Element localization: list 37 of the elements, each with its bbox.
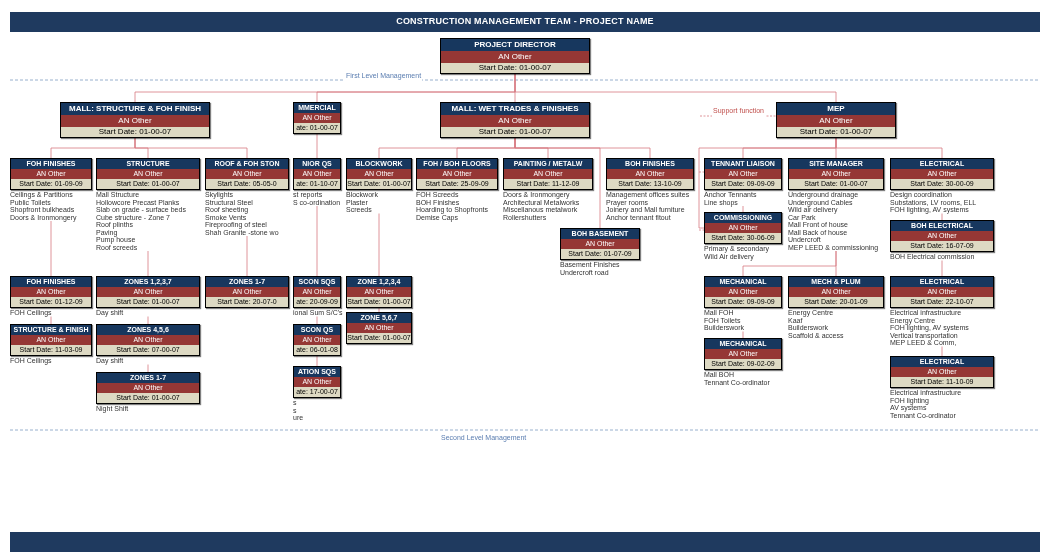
connector-line [134, 137, 248, 159]
connector-line [147, 364, 149, 373]
connector-line [316, 316, 318, 325]
person-name: AN Other [441, 51, 589, 63]
connector-line [378, 307, 380, 313]
role-title: MEP [777, 103, 895, 115]
connector-line [835, 137, 943, 159]
connector-line [246, 235, 248, 277]
role-title: MALL: STRUCTURE & FOH FINISH [61, 103, 209, 115]
connector-line [378, 213, 380, 277]
start-date: Start Date: 01-00-07 [61, 127, 209, 137]
person-name: AN Other [61, 115, 209, 127]
person-name: AN Other [441, 115, 589, 127]
connector-line [742, 331, 744, 339]
connector-line [941, 346, 943, 357]
person-name: AN Other [777, 115, 895, 127]
connector-line [698, 229, 705, 231]
connector-line [742, 205, 744, 213]
connector-line [514, 73, 837, 103]
connector-line [941, 213, 943, 221]
start-date: Start Date: 01-00-07 [441, 63, 589, 73]
connector-line [50, 220, 52, 277]
role-title: MALL: WET TRADES & FINISHES [441, 103, 589, 115]
connector-line [316, 133, 318, 159]
start-date: Start Date: 01-00-07 [777, 127, 895, 137]
role-title: PROJECT DIRECTOR [441, 39, 589, 51]
connector-line [316, 355, 318, 367]
title: CONSTRUCTION MANAGEMENT TEAM - PROJECT NAME [396, 15, 654, 29]
connector-line [50, 316, 52, 325]
connector-line [835, 250, 837, 277]
connector-line [698, 171, 705, 173]
start-date: Start Date: 01-00-07 [441, 127, 589, 137]
connector-line [147, 316, 149, 325]
connector-line [514, 137, 601, 229]
connector-line [147, 250, 149, 277]
connector-line [941, 260, 943, 277]
connector-line [316, 205, 318, 277]
